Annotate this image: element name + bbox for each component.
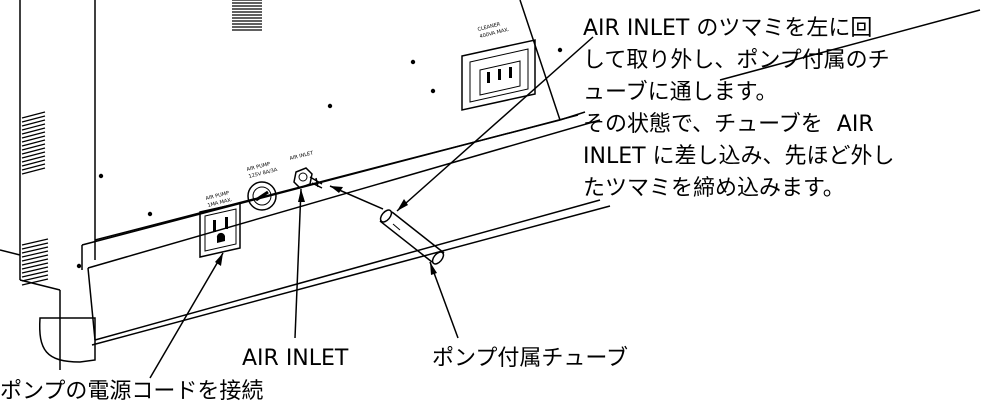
vent-slots-upper xyxy=(232,0,262,31)
arrow-to-air-inlet xyxy=(298,189,305,202)
instruction-text: AIR INLET のツマミを左に回 して取り外し、ポンプ付属のチ ューブに通し… xyxy=(583,13,895,205)
instruction-line-2: して取り外し、ポンプ付属のチ xyxy=(583,48,890,73)
vent-slots-left-low xyxy=(21,238,49,286)
screws xyxy=(76,47,563,269)
air-inlet-panel-label: AIR INLET xyxy=(289,150,315,162)
fuse-label-1: AIR PUMP xyxy=(246,161,271,173)
instruction-line-1: AIR INLET のツマミを左に回 xyxy=(583,16,873,41)
arrow-to-outlet xyxy=(215,253,223,266)
arrowheads xyxy=(215,186,437,275)
power-cord-callout: ポンプの電源コードを接続 xyxy=(0,379,264,404)
pump-tube xyxy=(379,209,445,265)
air-inlet-fitting: AIR INLET xyxy=(289,150,323,189)
cleaner-outlet: CLEANER 400VA MAX. xyxy=(461,21,536,111)
cleaner-label-1: CLEANER xyxy=(477,21,502,33)
air-pump-label-1: AIR PUMP xyxy=(205,190,230,202)
instruction-line-3: ューブに通します。 xyxy=(583,80,778,105)
arrow-to-tube-end xyxy=(397,199,408,211)
arrow-tube-to-inlet xyxy=(330,186,343,193)
arrow-to-tube xyxy=(430,262,437,275)
air-pump-outlet: AIR PUMP 1MA MAX. xyxy=(199,190,241,258)
instruction-line-4: その状態で、チューブを AIR xyxy=(583,112,874,137)
air-inlet-callout: AIR INLET xyxy=(242,346,349,371)
vent-slots-left-mid xyxy=(21,111,46,175)
leader-lines xyxy=(149,36,594,379)
instruction-line-5: INLET に差し込み、先ほど外し xyxy=(583,144,895,169)
pump-tube-callout: ポンプ付属チューブ xyxy=(432,346,629,371)
cabinet-body xyxy=(0,0,981,370)
air-pump-fuse: AIR PUMP 125V 8A/3A xyxy=(246,161,279,211)
instruction-line-6: たツマミを締め込みます。 xyxy=(583,176,845,201)
